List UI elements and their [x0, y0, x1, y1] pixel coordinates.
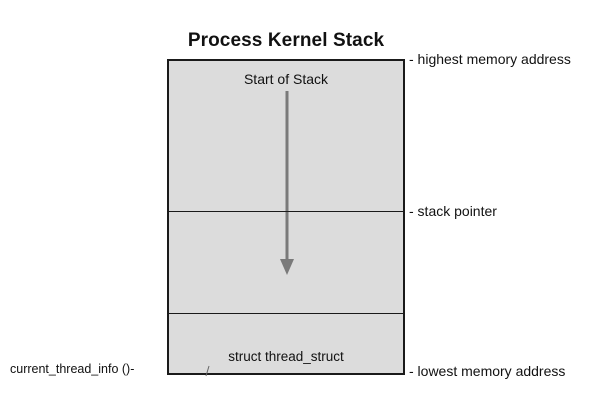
- stack-pointer-divider: [169, 211, 403, 212]
- diagram-title: Process Kernel Stack: [187, 30, 385, 51]
- current-thread-info-annotation: current_thread_info ()-: [10, 362, 135, 376]
- thread-info-pointer-mark: [205, 365, 210, 377]
- highest-address-annotation: - highest memory address: [409, 51, 571, 67]
- thread-struct-divider: [169, 313, 403, 314]
- lowest-address-annotation: - lowest memory address: [409, 363, 566, 379]
- down-arrow-icon: [280, 91, 294, 275]
- stack-pointer-annotation: - stack pointer: [409, 203, 497, 219]
- kernel-stack-box: Start of Stack struct thread_struct: [167, 59, 405, 377]
- start-of-stack-label: Start of Stack: [243, 71, 329, 87]
- thread-struct-label: struct thread_struct: [228, 349, 344, 364]
